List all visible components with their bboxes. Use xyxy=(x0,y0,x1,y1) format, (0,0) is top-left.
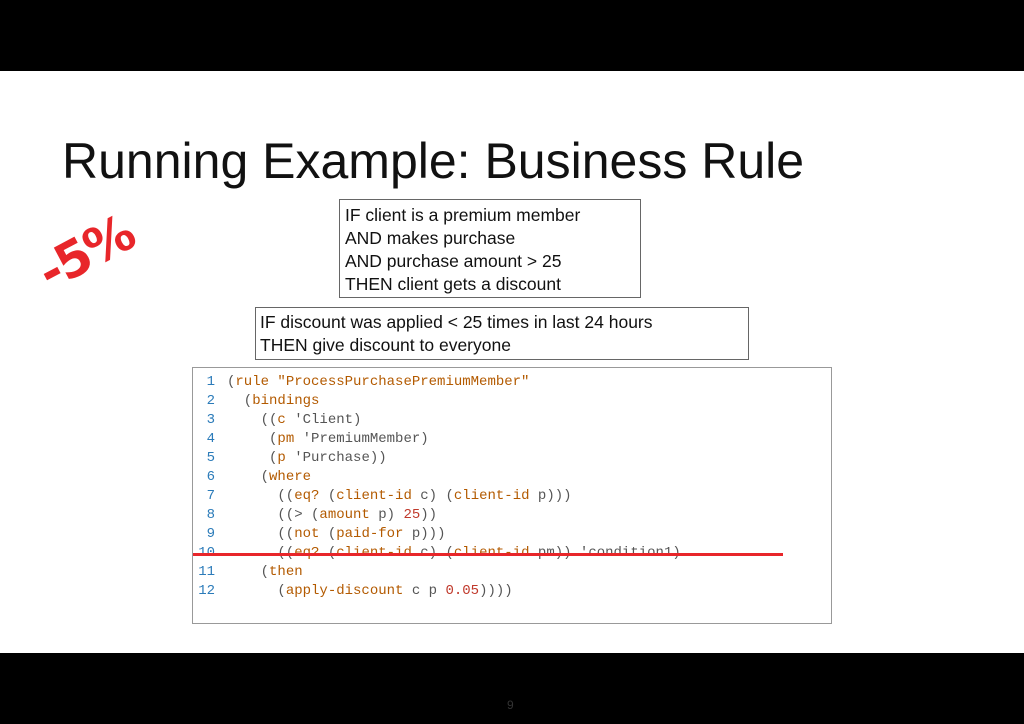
code-token: paid-for xyxy=(336,526,404,542)
code-token: 25 xyxy=(403,507,421,523)
code-listing: 1(rule "ProcessPurchasePremiumMember" 2 … xyxy=(192,367,832,624)
everyone-rule-note: IF discount was applied < 25 times in la… xyxy=(255,307,749,360)
code-token: ( xyxy=(227,469,270,485)
code-token: not xyxy=(294,526,320,542)
code-token: c xyxy=(277,412,286,428)
code-token: ((> ( xyxy=(227,507,320,523)
line-number: 11 xyxy=(198,564,215,580)
code-token: ( xyxy=(227,583,286,599)
note-line: IF discount was applied < 25 times in la… xyxy=(260,312,653,332)
note-line: AND purchase amount > 25 xyxy=(345,251,562,271)
code-token: ( xyxy=(319,488,337,504)
code-token: (( xyxy=(227,488,295,504)
code-token: rule xyxy=(235,374,270,390)
code-token: (( xyxy=(227,526,295,542)
code-token: "ProcessPurchasePremiumMember" xyxy=(277,374,530,390)
code-token: ( xyxy=(227,393,253,409)
line-number: 6 xyxy=(206,469,215,485)
code-line: 7 ((eq? (client-id c) (client-id p))) xyxy=(193,487,572,506)
code-token: then xyxy=(269,564,303,580)
note-line: THEN client gets a discount xyxy=(345,274,561,294)
code-token: p) xyxy=(369,507,404,523)
code-token: ( xyxy=(227,564,270,580)
code-token: (( xyxy=(227,412,278,428)
code-token: )) xyxy=(420,507,438,523)
code-line: 8 ((> (amount p) 25)) xyxy=(193,506,437,525)
code-token: amount xyxy=(319,507,370,523)
code-token: client-id xyxy=(453,488,530,504)
note-line: THEN give discount to everyone xyxy=(260,335,511,355)
page-number: 9 xyxy=(507,698,514,712)
code-token: c p xyxy=(403,583,446,599)
code-line: 5 (p 'Purchase)) xyxy=(193,449,387,468)
code-token: p))) xyxy=(403,526,446,542)
line-number: 5 xyxy=(206,450,215,466)
code-token: pm xyxy=(277,431,295,447)
line-number: 1 xyxy=(206,374,215,390)
premium-rule-note: IF client is a premium member AND makes … xyxy=(339,199,641,298)
code-line: 2 (bindings xyxy=(193,392,320,411)
code-token: p xyxy=(277,450,286,466)
code-token: c) ( xyxy=(411,488,454,504)
code-token: 'Client) xyxy=(285,412,362,428)
code-token: )))) xyxy=(479,583,513,599)
discount-stamp: -5% xyxy=(28,203,144,302)
line-number: 3 xyxy=(206,412,215,428)
code-line: 6 (where xyxy=(193,468,311,487)
code-token: ( xyxy=(227,431,278,447)
code-token: client-id xyxy=(336,488,412,504)
line-number: 8 xyxy=(206,507,215,523)
code-token: bindings xyxy=(252,393,320,409)
slide-title: Running Example: Business Rule xyxy=(62,133,805,189)
code-token: 'Purchase)) xyxy=(285,450,387,466)
code-line: 4 (pm 'PremiumMember) xyxy=(193,430,429,449)
code-token: 0.05 xyxy=(445,583,480,599)
code-token: ( xyxy=(227,374,236,390)
line-number: 12 xyxy=(198,583,215,599)
line-number: 9 xyxy=(206,526,215,542)
code-token: eq? xyxy=(294,488,320,504)
code-token: ( xyxy=(227,450,278,466)
line-number: 4 xyxy=(206,431,215,447)
slide: Running Example: Business Rule -5% IF cl… xyxy=(0,71,1024,712)
code-token: where xyxy=(269,469,312,485)
code-token: 'PremiumMember) xyxy=(294,431,429,447)
code-line: 11 (then xyxy=(193,563,303,582)
note-line: AND makes purchase xyxy=(345,228,516,248)
code-line: 9 ((not (paid-for p))) xyxy=(193,525,446,544)
code-token: p))) xyxy=(529,488,572,504)
code-token: ( xyxy=(319,526,337,542)
line-number: 2 xyxy=(206,393,215,409)
code-line: 12 (apply-discount c p 0.05)))) xyxy=(193,582,513,601)
code-line: 1 (rule "ProcessPurchasePremiumMember" xyxy=(193,373,530,392)
code-line: 3 ((c 'Client) xyxy=(193,411,362,430)
line-number: 7 xyxy=(206,488,215,504)
note-line: IF client is a premium member xyxy=(345,205,581,225)
code-token: apply-discount xyxy=(285,583,404,599)
strikethrough-line xyxy=(193,553,783,556)
